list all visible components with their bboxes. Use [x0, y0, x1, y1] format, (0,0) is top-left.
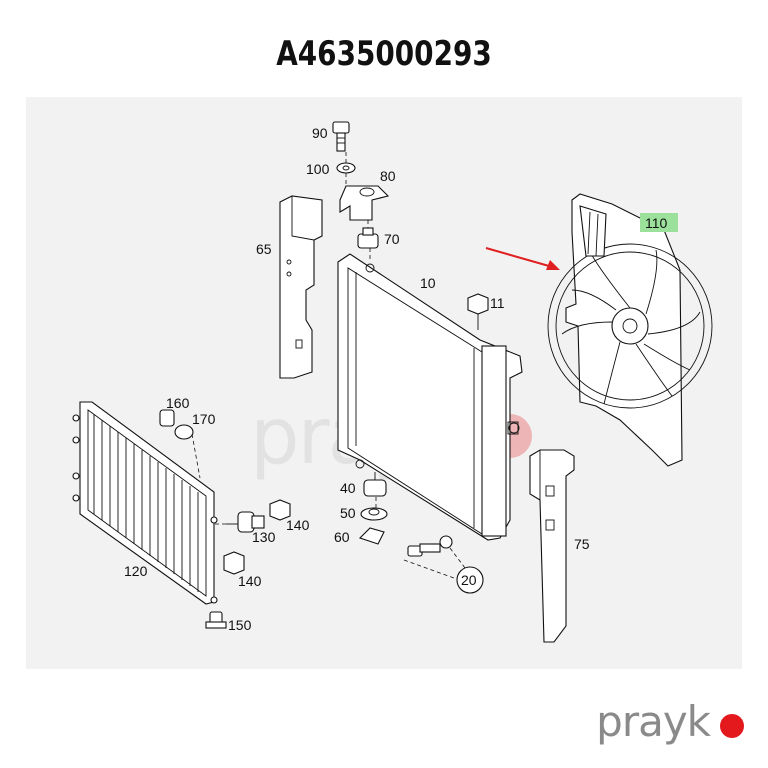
- bracket-80: [339, 185, 390, 221]
- part-number-title: A4635000293: [276, 34, 492, 74]
- label-80: 80: [380, 168, 396, 184]
- label-65: 65: [256, 241, 272, 257]
- nut-140a: [269, 499, 291, 521]
- side-panel-75: [529, 449, 575, 643]
- leader-lines: [215, 152, 377, 525]
- bolt-150: [205, 611, 227, 629]
- drain-valve-20: [403, 535, 484, 594]
- label-75: 75: [574, 536, 590, 552]
- brand-logo-text: prayk: [596, 697, 711, 746]
- label-60: 60: [334, 529, 350, 545]
- label-40: 40: [340, 480, 356, 496]
- plug-170: [174, 424, 201, 479]
- label-110: 110: [645, 215, 668, 231]
- nut-140b: [223, 551, 245, 575]
- pointer-arrow-icon: [485, 247, 560, 270]
- condenser-120: [72, 401, 218, 605]
- radiator-10: [337, 253, 523, 541]
- label-140a: 140: [286, 517, 310, 533]
- brand-dot-icon: [720, 714, 744, 738]
- label-120: 120: [124, 563, 148, 579]
- label-70: 70: [384, 231, 400, 247]
- label-50: 50: [340, 505, 356, 521]
- label-100: 100: [306, 161, 330, 177]
- mount-40: [363, 472, 387, 497]
- label-11: 11: [490, 295, 505, 311]
- label-90: 90: [312, 125, 328, 141]
- fan-shroud-110: [547, 193, 713, 467]
- washer-100: [336, 162, 356, 174]
- side-panel-65: [279, 195, 323, 379]
- mount-50: [360, 507, 388, 521]
- clip-60: [358, 527, 385, 545]
- mount-130: [226, 511, 265, 533]
- cap-160: [159, 409, 175, 427]
- label-20: 20: [461, 572, 477, 588]
- highlight-110: [640, 213, 678, 232]
- mount-70: [357, 227, 379, 249]
- label-160: 160: [166, 395, 190, 411]
- label-170: 170: [192, 411, 216, 427]
- label-130: 130: [252, 529, 276, 545]
- bolt-90: [332, 121, 350, 152]
- nut-11: [467, 293, 489, 330]
- label-140b: 140: [238, 573, 262, 589]
- label-150: 150: [228, 617, 252, 633]
- label-10: 10: [420, 275, 436, 291]
